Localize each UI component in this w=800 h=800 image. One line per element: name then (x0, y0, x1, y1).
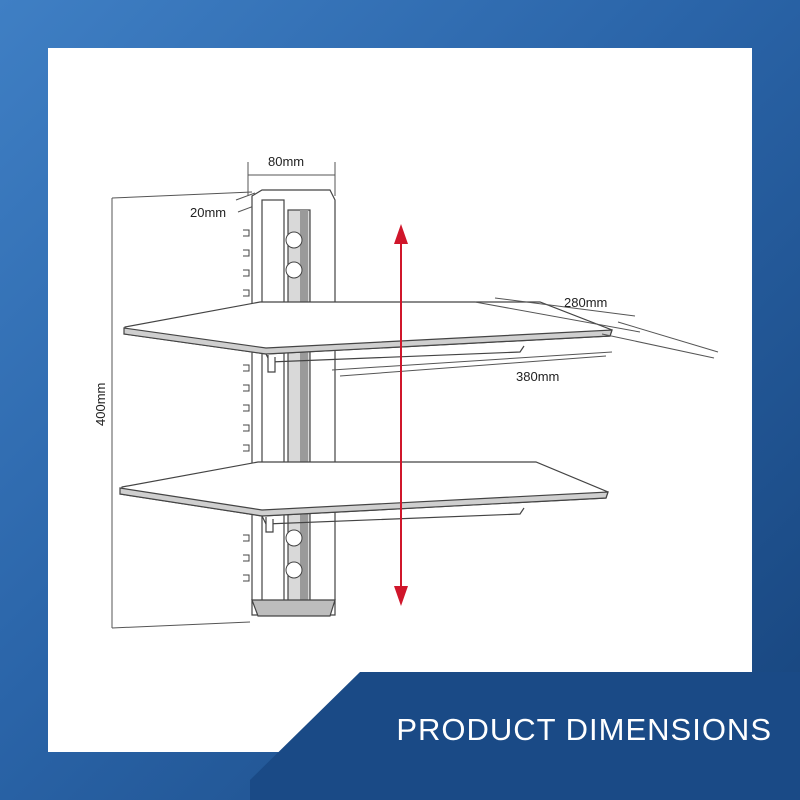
upper-shelf (123, 301, 613, 373)
lower-shelf (119, 461, 609, 533)
label-400mm: 400mm (93, 383, 108, 426)
banner-title: PRODUCT DIMENSIONS (396, 712, 772, 747)
bracket-holes (285, 231, 303, 579)
height-dimension (111, 191, 253, 629)
wall-bracket (251, 189, 336, 617)
shelf-dimensions (331, 297, 719, 377)
height-arrow-icon (394, 224, 408, 606)
label-80mm: 80mm (268, 154, 304, 169)
label-380mm: 380mm (516, 369, 559, 384)
label-20mm: 20mm (190, 205, 226, 220)
label-280mm: 280mm (564, 295, 607, 310)
bracket-notches (243, 229, 250, 582)
